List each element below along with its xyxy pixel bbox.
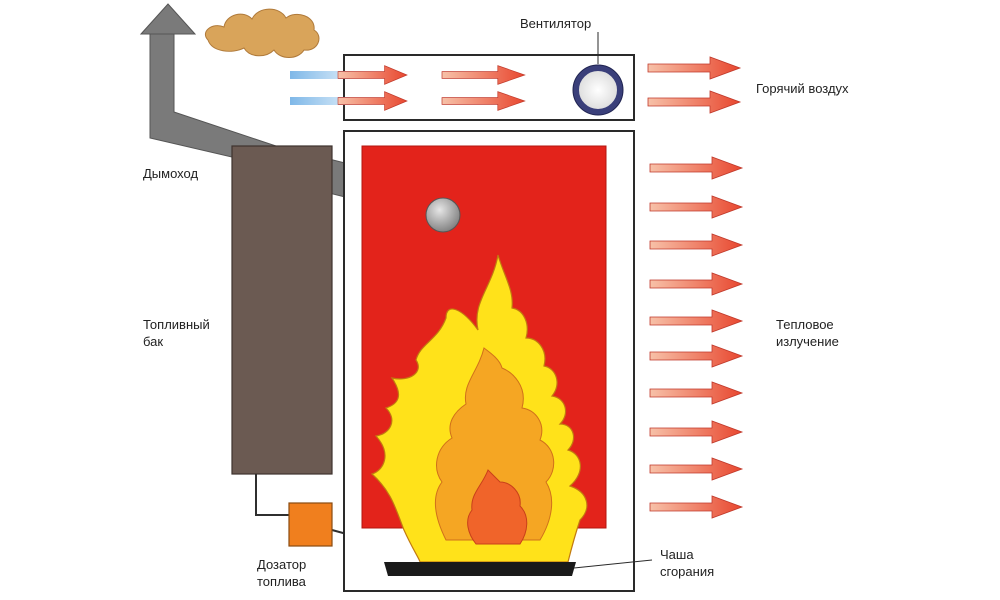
fuel-tank <box>231 145 333 475</box>
fuel-tank-label: Топливный бак <box>143 316 210 350</box>
fuel-tank-label-line2: бак <box>143 334 164 349</box>
heat-radiation-arrow-icon <box>649 233 743 257</box>
fuel-doser <box>288 502 333 547</box>
fuel-doser-label-line1: Дозатор <box>257 557 307 572</box>
heat-radiation-arrow-icon <box>649 495 743 519</box>
hot-air-arrow-icon <box>647 90 741 114</box>
heat-radiation-arrow-icon <box>649 381 743 405</box>
fuel-doser-label: Дозатор топлива <box>257 556 306 590</box>
combustion-bowl <box>384 562 576 576</box>
fan-label: Вентилятор <box>520 16 592 31</box>
fuel-tank-label-line1: Топливный <box>143 317 210 332</box>
chimney-cap-icon <box>139 3 197 35</box>
combustion-bowl-label: Чаша сгорания <box>660 546 714 580</box>
heat-radiation-label-line2: излучение <box>776 334 839 349</box>
flame-icon <box>370 254 588 563</box>
hot-air-arrow-icon <box>647 56 741 80</box>
heat-radiation-arrow-icon <box>649 420 743 444</box>
heat-radiation-arrow-icon <box>649 195 743 219</box>
chimney-label: Дымоход <box>143 166 199 181</box>
heat-radiation-arrow-icon <box>649 156 743 180</box>
combustion-bowl-label-line2: сгорания <box>660 564 715 579</box>
heat-radiation-arrow-icon <box>649 457 743 481</box>
fuel-doser-label-line2: топлива <box>257 574 306 589</box>
combustion-bowl-label-line1: Чаша <box>660 547 694 562</box>
fuel-line <box>255 474 293 516</box>
cold-air-stream-bottom <box>290 97 350 105</box>
heat-radiation-arrow-icon <box>649 309 743 333</box>
cold-air-stream-top <box>290 71 350 79</box>
heat-radiation-label-line1: Тепловое <box>776 317 834 332</box>
smoke-cloud-icon <box>204 8 320 58</box>
hot-air-label: Горячий воздух <box>756 81 849 96</box>
sensor-knob <box>425 197 461 233</box>
fan-icon <box>572 64 624 116</box>
heat-radiation-label: Тепловое излучение <box>776 316 839 350</box>
bowl-leader-line <box>573 559 653 569</box>
heat-radiation-arrow-icon <box>649 344 743 368</box>
heat-radiation-arrow-icon <box>649 272 743 296</box>
